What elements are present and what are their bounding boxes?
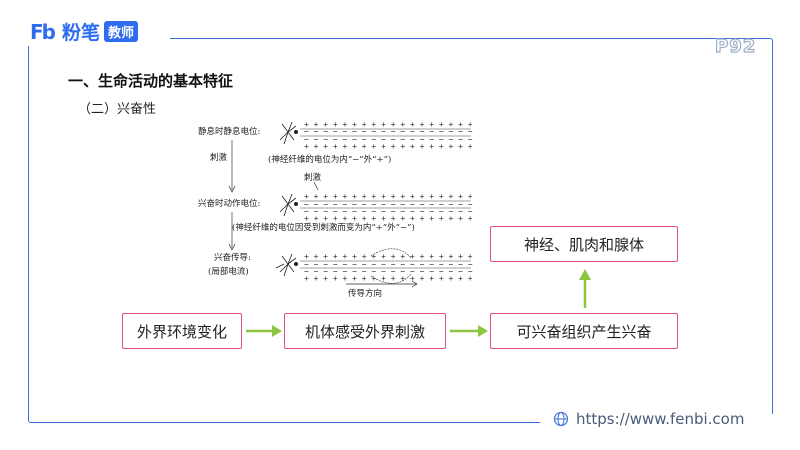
resting-label: 静息时静息电位: (198, 126, 260, 137)
flow-box-environment-change: 外界环境变化 (122, 313, 242, 349)
resting-minus-top: − − − − − − − − − − − − − − − − − − − − … (304, 127, 476, 136)
neuron-icon-action (279, 193, 297, 217)
neuron-icon-conduction (275, 253, 297, 277)
direction-arrowhead (411, 280, 418, 288)
action-plus-top: + + + + + + + + + + + + + + + + + + + + … (304, 192, 476, 201)
resting-note: (神经纤维的电位为内“−”外“+”) (268, 154, 391, 165)
frame-gap-bottom (540, 414, 780, 430)
section-heading: 一、生命活动的基本特征 (68, 72, 234, 90)
resting-minus-bottom: − − − − − − − − − − − − − − − − − − − − … (304, 135, 476, 144)
conduction-plus-top: + + + + + + + + + + + + + + + + + + + + … (304, 252, 476, 261)
footer: https://www.fenbi.com (553, 410, 744, 428)
flow-box-produce-excitation: 可兴奋组织产生兴奋 (490, 313, 678, 349)
resting-plus-bottom: + + + + + + + + + + + + + + + + + + + + … (304, 142, 476, 151)
action-note: (神经纤维的电位因受到刺激而变为内“+”外“−”) (232, 222, 415, 233)
conduction-label-1: 兴奋传导: (214, 252, 251, 263)
process-arrowhead-1 (228, 185, 236, 193)
section-subheading: （二）兴奋性 (78, 102, 157, 117)
neuron-icon-resting (279, 121, 297, 145)
footer-url[interactable]: https://www.fenbi.com (576, 410, 745, 428)
flow-box-excitable-tissues: 神经、肌肉和腺体 (490, 226, 678, 262)
flow-box-receive-stimulus: 机体感受外界刺激 (284, 313, 446, 349)
resting-plus-top: + + + + + + + + + + + + + + + + + + + + … (304, 120, 476, 129)
neuron-nucleus-action (294, 202, 298, 206)
conduction-label-2: (局部电流) (208, 266, 249, 277)
neuron-nucleus-resting (294, 130, 298, 134)
neuron-nucleus-conduction (294, 262, 298, 266)
action-plus-bottom: + + + + + + + + + + + + + + + + + + + + … (304, 214, 476, 223)
action-minus-bottom: − − − − − − − − − − − − − − − − − − − − … (304, 207, 476, 216)
nerve-potential-figure: 静息时静息电位: + + + + + + + + + + + + + + + +… (198, 120, 476, 298)
brand-logo: Fb 粉笔 教师 (30, 18, 139, 45)
stimulus-label: 刺激 (304, 172, 322, 183)
conduction-plus-bottom: + + + + + + + + + + + + + + + + + + + + … (304, 274, 476, 283)
flow-arrow-3 (579, 269, 591, 308)
slide-frame (28, 38, 773, 423)
action-minus-top: − − − − − − − − − − − − − − − − − − − − … (304, 200, 476, 209)
flow-arrow-1 (246, 325, 282, 337)
brand-tag: 教师 (104, 21, 139, 42)
action-label: 兴奋时动作电位: (198, 198, 260, 209)
conduction-minus-top: − − − − − − − − − − − − − − − − − − − − … (304, 260, 476, 269)
globe-icon (553, 411, 569, 427)
fb-logo-icon: Fb (30, 19, 56, 44)
conduction-minus-bottom: − − − − − − − − − − − − − − − − − − − − … (304, 267, 476, 276)
page-number: P92 (714, 35, 757, 57)
local-current-arc-top (370, 248, 412, 259)
stimulus-arrow (313, 181, 319, 191)
direction-label: 传导方向 (348, 288, 382, 298)
flow-arrow-2 (450, 325, 488, 337)
stimulus-vertical-label: 刺激 (210, 152, 228, 163)
brand-name: 粉笔 (62, 22, 101, 44)
process-arrowhead-2 (228, 243, 236, 251)
local-current-arc-bottom (370, 273, 412, 284)
